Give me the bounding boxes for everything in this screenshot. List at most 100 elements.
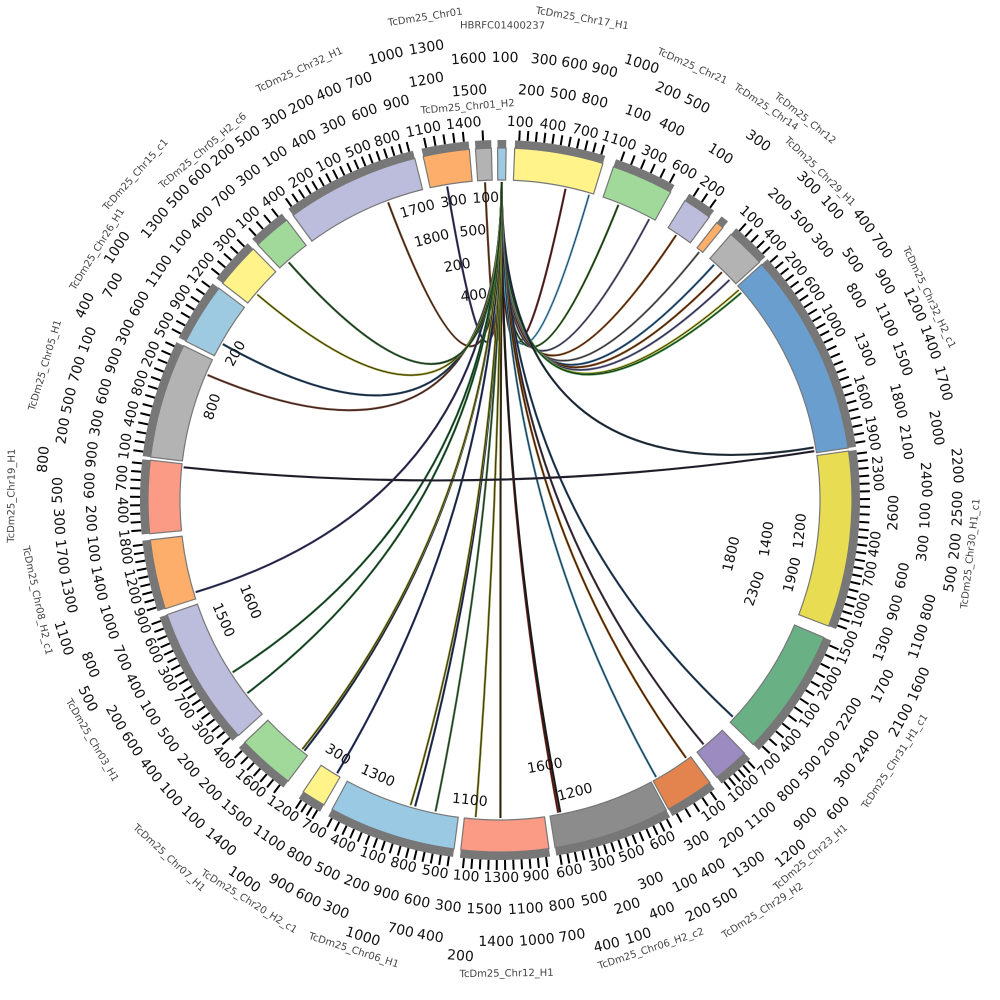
chromosome-segment xyxy=(652,756,718,823)
tick-label: 2200 xyxy=(947,447,966,484)
tick-mark xyxy=(828,644,839,651)
chromosome-ideogram[interactable] xyxy=(422,148,473,189)
tick-mark xyxy=(151,620,162,626)
tick-mark xyxy=(154,627,165,634)
chromosome-ideogram[interactable] xyxy=(292,157,424,242)
chromosome-label: HBRFC01400237 xyxy=(460,20,545,31)
tick-label: 400 xyxy=(759,225,789,255)
chromosome-ideogram[interactable] xyxy=(474,147,493,182)
tick-mark xyxy=(135,559,146,564)
tick-mark xyxy=(526,131,530,142)
tick-mark xyxy=(645,828,652,839)
chromosome-ideogram[interactable] xyxy=(331,780,459,850)
chromosome-ideogram[interactable] xyxy=(302,764,341,806)
chromosome-ideogram[interactable] xyxy=(147,459,183,535)
chromosome-ideogram[interactable] xyxy=(667,199,711,244)
tick-mark xyxy=(147,384,158,390)
chromosome-ideogram[interactable] xyxy=(729,624,825,746)
chromosome-ideogram[interactable] xyxy=(243,719,309,782)
link-outline xyxy=(336,182,502,774)
tick-mark xyxy=(545,856,549,868)
tick-mark xyxy=(603,844,608,855)
tick-label: 600 xyxy=(293,885,324,911)
tick-mark xyxy=(284,197,293,208)
chromosome-ideogram[interactable] xyxy=(652,756,711,810)
tick-mark xyxy=(142,403,153,408)
tick-label: 1500 xyxy=(209,601,238,640)
tick-mark xyxy=(858,466,869,470)
tick-label: 300 xyxy=(50,508,67,535)
tick-label: 700 xyxy=(100,270,127,301)
tick-mark xyxy=(248,227,257,237)
tick-mark xyxy=(856,451,868,455)
tick-mark xyxy=(246,762,255,771)
tick-label: 100 xyxy=(917,502,934,529)
tick-mark xyxy=(266,779,275,789)
tick-label: 900 xyxy=(590,60,620,82)
chromosome-ideogram[interactable] xyxy=(736,263,849,454)
chromosome-ideogram[interactable] xyxy=(221,248,277,304)
tick-label: 300 xyxy=(681,828,712,855)
tick-mark xyxy=(837,624,848,630)
link-ribbon xyxy=(301,181,503,750)
chromosome-ideogram[interactable] xyxy=(602,166,672,221)
chromosome-ideogram[interactable] xyxy=(166,603,264,737)
chromosome-segment xyxy=(729,624,839,754)
tick-label: 1100 xyxy=(143,252,176,291)
chromosome-ideogram[interactable] xyxy=(149,535,197,610)
tick-mark xyxy=(723,781,732,791)
tick-label: 200 xyxy=(446,947,474,965)
tick-band xyxy=(328,809,455,857)
tick-mark xyxy=(857,459,868,463)
chromosome-ideogram[interactable] xyxy=(185,287,246,357)
tick-label: 700 xyxy=(170,691,198,722)
tick-label: 100 xyxy=(506,114,534,131)
tick-label: 300 xyxy=(322,741,353,769)
chromosome-ideogram[interactable] xyxy=(460,816,550,853)
chromosome-ideogram[interactable] xyxy=(696,221,724,254)
tick-label: 700 xyxy=(860,560,881,589)
tick-label: 1300 xyxy=(138,204,173,242)
tick-mark xyxy=(291,193,299,203)
chromosome-ideogram[interactable] xyxy=(797,450,853,627)
link-outline xyxy=(501,182,657,778)
tick-mark xyxy=(820,662,831,670)
tick-mark xyxy=(853,432,865,436)
tick-mark xyxy=(140,583,151,588)
chromosome-ideogram[interactable] xyxy=(496,147,507,181)
tick-label: 1100 xyxy=(599,128,638,154)
tick-mark xyxy=(709,198,717,209)
chromosome-ideogram[interactable] xyxy=(256,219,307,269)
chromosome-ideogram[interactable] xyxy=(696,729,746,779)
tick-label: 400 xyxy=(136,755,165,786)
tick-label: 400 xyxy=(592,934,622,956)
chromosome-ideogram[interactable] xyxy=(512,147,604,195)
tick-label: 1100 xyxy=(742,799,780,834)
tick-label: 1100 xyxy=(404,118,442,141)
chromosome-ideogram[interactable] xyxy=(149,344,214,462)
tick-mark xyxy=(405,847,410,859)
tick-mark xyxy=(396,845,402,856)
tick-label: 800 xyxy=(548,895,577,915)
tick-mark xyxy=(356,831,363,842)
chromosome-ideogram[interactable] xyxy=(709,233,761,285)
tick-label: 900 xyxy=(83,440,102,468)
tick-label: 700 xyxy=(109,643,134,674)
link-ribbon xyxy=(500,181,701,362)
chromosome-ideogram[interactable] xyxy=(549,781,668,849)
tick-mark xyxy=(668,173,676,184)
tick-label: 600 xyxy=(402,891,431,912)
tick-mark xyxy=(841,383,852,389)
chromosome-segment xyxy=(512,130,606,195)
tick-mark xyxy=(852,423,863,428)
tick-mark xyxy=(446,856,450,867)
tick-label: 1300 xyxy=(870,625,898,664)
chromosome-segment xyxy=(474,130,493,182)
tick-mark xyxy=(174,671,185,678)
tick-label: 200 xyxy=(53,416,73,445)
tick-label: 800 xyxy=(774,775,804,805)
tick-label: 1400 xyxy=(445,114,482,133)
tick-label: 700 xyxy=(66,354,89,384)
tick-label: 100 xyxy=(670,871,701,897)
tick-label: 300 xyxy=(439,192,468,212)
